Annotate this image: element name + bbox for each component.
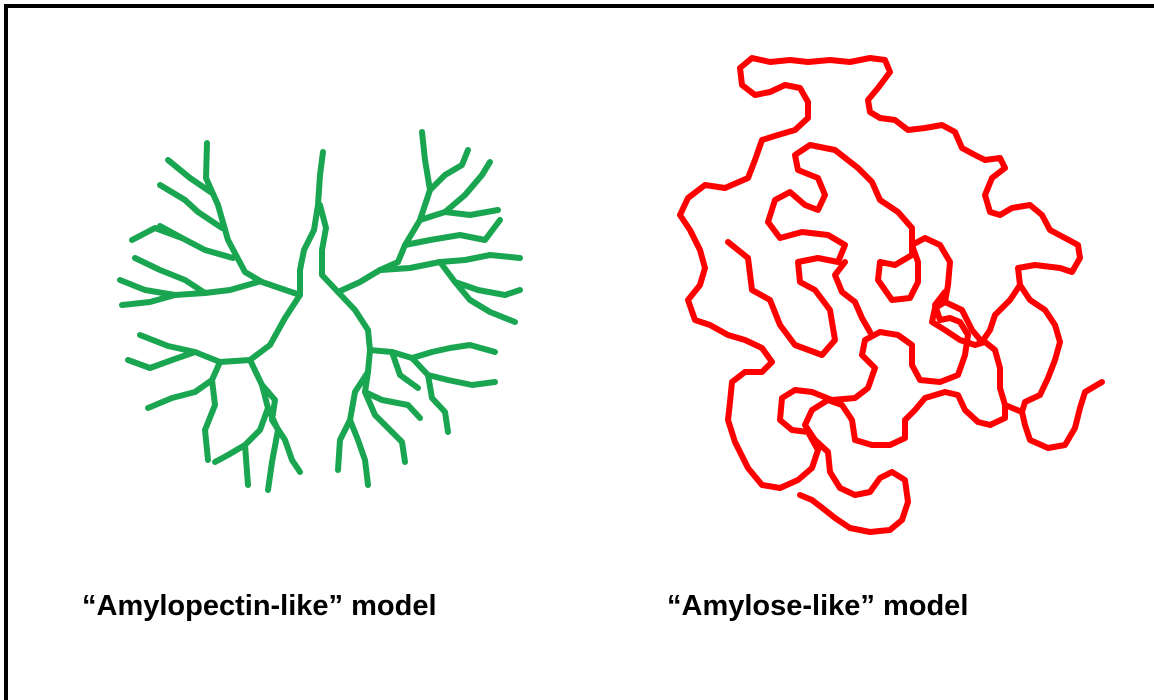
amylose-coiled-chain [680,58,1102,532]
branch [350,420,368,485]
amylopectin-branched-structure [120,132,520,490]
branch [445,210,498,215]
branch [122,295,175,305]
coil-chain [680,58,1080,488]
branch-left-lower [140,295,300,362]
coil-chain [1020,285,1060,412]
branch [430,150,468,190]
coil-chain [835,262,870,332]
branch [440,262,520,295]
branch [148,362,220,408]
branch [132,228,233,258]
branch [412,358,495,385]
branch [205,380,215,460]
amylopectin-caption: “Amylopectin-like” model [82,590,437,623]
branch-left-main [206,143,300,295]
branch [128,352,195,368]
branch-trunk [320,205,338,292]
coil-chain [1005,382,1102,448]
amylose-caption: “Amylose-like” model [667,590,968,623]
branch [428,375,448,432]
branch [245,360,268,485]
branch [215,445,245,462]
